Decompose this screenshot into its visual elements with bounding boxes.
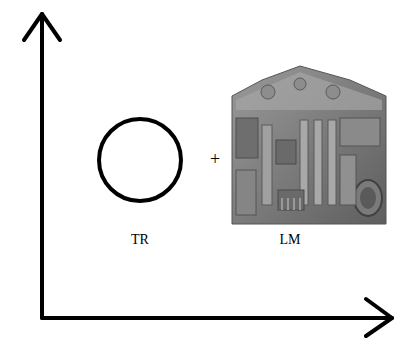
engine-block bbox=[232, 66, 386, 224]
circle-node: TR bbox=[96, 116, 184, 254]
axes bbox=[24, 14, 392, 336]
circle-shape bbox=[99, 119, 181, 201]
plus-sign: + bbox=[210, 150, 220, 170]
node-label: TR bbox=[131, 232, 149, 247]
circle-outline bbox=[96, 116, 184, 204]
part-name: LM bbox=[280, 232, 301, 247]
